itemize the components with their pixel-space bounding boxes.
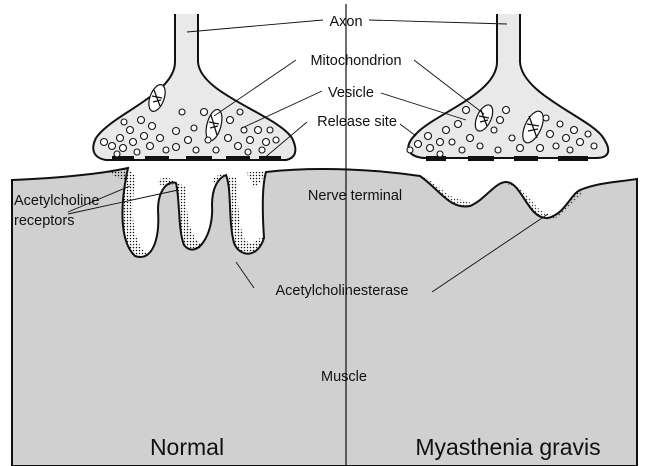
panel-label-normal: Normal <box>150 434 224 460</box>
label-muscle: Muscle <box>321 369 367 385</box>
label-mitochondrion: Mitochondrion <box>310 53 401 69</box>
label-nerve-terminal: Nerve terminal <box>308 188 402 204</box>
receptor-stippling-normal <box>108 168 266 257</box>
label-axon: Axon <box>329 14 362 30</box>
label-release-site: Release site <box>317 114 397 130</box>
label-acetylcholinesterase: Acetylcholinesterase <box>276 283 409 299</box>
label-vesicle: Vesicle <box>328 85 374 101</box>
label-acetylcholine-receptors-line2: receptors <box>14 213 74 229</box>
nerve-terminal-mg <box>408 14 608 158</box>
label-acetylcholine-receptors-line1: Acetylcholine <box>14 193 99 209</box>
panel-label-myasthenia-gravis: Myasthenia gravis <box>415 434 600 460</box>
